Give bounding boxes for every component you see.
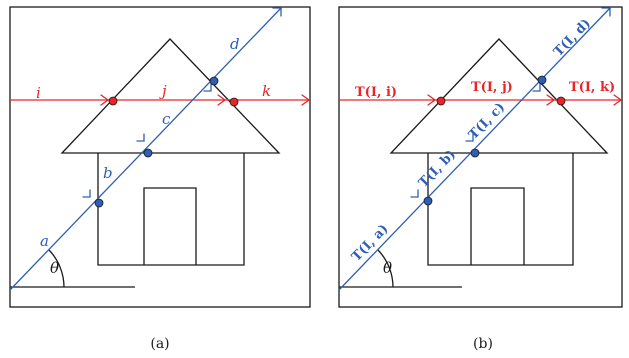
panel-b-horizontal-arrow-1 [427,94,437,106]
panel-a-horizontal-arrow-1 [100,94,110,106]
panel-b-diagonal-arrow-1 [410,189,419,198]
panel-a-intersection-blue-2 [143,148,153,158]
panel-a-label-k: k [262,82,271,100]
panel-b-diagonal-arrow-3 [532,83,541,92]
panel-b-intersection-blue-1 [423,196,433,206]
panel-a-house [60,38,281,266]
panel-a-angle-label: θ [50,259,59,277]
panel-b: T(I, i) T(I, j) T(I, k) T(I, a) T(I, b) … [338,6,623,352]
panel-b-caption: (b) [473,336,493,352]
panel-a-intersection-red-1 [108,96,118,106]
panel-a-door [143,187,197,265]
panel-b-walls [427,153,574,266]
panel-a-intersection-blue-1 [94,198,104,208]
panel-b-door [470,187,525,265]
panel-b-horizontal-arrow-3 [613,94,623,106]
panel-b-label-t-i: T(I, i) [355,85,397,100]
panel-a-horizontal-arrow-2 [217,94,227,106]
panel-b-intersection-red-2 [556,96,566,106]
panel-a-diagonal-arrow-4 [272,7,282,17]
panel-a-diagonal-ray [9,6,283,291]
panel-a-label-j: j [159,82,167,100]
panel-b-horizontal-arrow-2 [546,94,556,106]
panel-b-intersection-blue-2 [470,148,480,158]
panel-a-label-d: d [230,35,240,53]
panel-a-label-i: i [36,84,41,102]
panel-b-label-t-d: T(I, d) [551,16,594,60]
panel-b-roof [389,38,609,154]
panel-a-label-b: b [103,164,113,182]
panel-b-label-t-k: T(I, k) [569,80,615,95]
panel-a-frame [9,6,311,308]
panel-b-intersection-blue-3 [537,75,547,85]
panel-b-angle-arc [377,249,394,288]
panel-a-intersection-blue-3 [209,76,219,86]
panel-a-angle-arc [48,249,65,288]
panel-b-angle-label: θ [383,259,392,277]
panel-a-intersection-red-2 [229,97,239,107]
panel-a-walls [97,153,245,266]
panel-b-frame [338,6,623,308]
panel-a-roof [60,38,281,154]
panel-a-label-a: a [40,232,49,250]
panel-a: i j k a b c d θ (a) [9,6,311,352]
panel-a-diagonal-arrow-1 [82,189,91,198]
panel-b-diagonal-arrow-4 [601,7,611,17]
panel-b-diagonal-arrow-2 [465,133,474,142]
panel-a-caption: (a) [150,336,169,352]
panel-a-label-c: c [162,110,171,128]
panel-b-house [389,38,609,266]
panel-b-label-t-b: T(I, b) [416,147,459,191]
panel-b-diagonal-ray [338,6,612,291]
panel-b-intersection-red-1 [436,96,446,106]
panel-a-diagonal-arrow-3 [203,83,212,92]
panel-a-diagonal-arrow-2 [136,133,145,142]
panel-b-label-t-j: T(I, j) [471,80,513,95]
panel-a-horizontal-arrow-3 [301,94,311,106]
